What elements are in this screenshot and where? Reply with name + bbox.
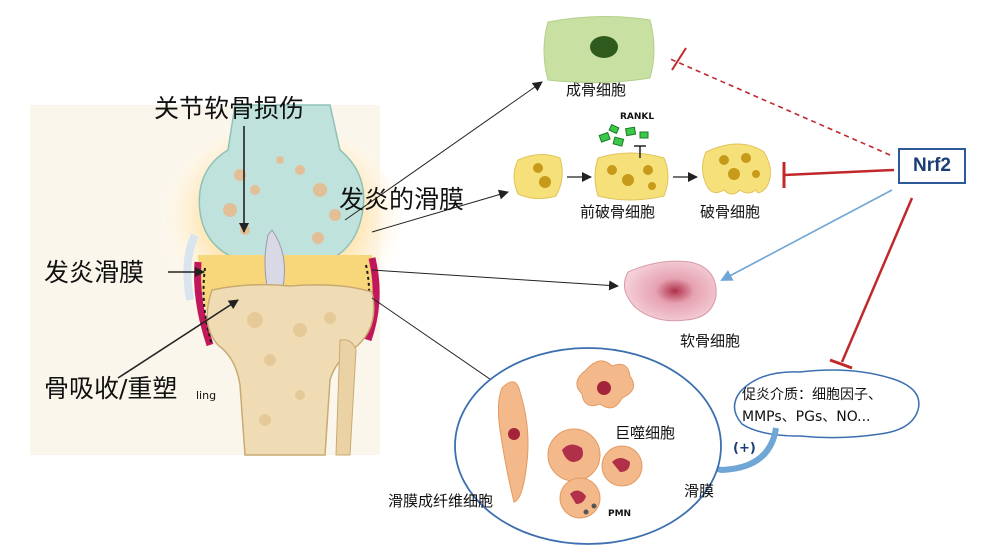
label-pre-osteoclast: 前破骨细胞 — [580, 203, 656, 221]
nrf2-inhibit-osteoclast — [783, 168, 895, 177]
label-cartilage-damage: 关节软骨损伤 — [154, 94, 305, 123]
label-bone-resorption: 骨吸收/重塑 — [44, 374, 178, 403]
label-macrophage: 巨噬细胞 — [615, 424, 676, 442]
label-fibroblast: 滑膜成纤维细胞 — [388, 492, 494, 510]
fibula — [335, 339, 357, 456]
label-osteoblast: 成骨细胞 — [566, 81, 627, 99]
arrow-to-synovium — [371, 297, 501, 387]
rankl-molecules — [598, 123, 649, 147]
label-mediators: 促炎介质：细胞因子、MMPs、PGs、NO... — [742, 387, 882, 425]
nrf2-label: Nrf2 — [912, 155, 951, 176]
label-inflamed-synovium: 发炎滑膜 — [44, 258, 145, 287]
arrow-to-chondrocyte — [371, 269, 619, 291]
bone-resorption-pointer — [117, 299, 239, 379]
fibroblast-cell — [497, 381, 529, 503]
label-positive-feedback: (+) — [733, 441, 756, 456]
nrf2-box: Nrf2 — [898, 148, 966, 184]
label-synovium: 滑膜 — [684, 482, 715, 500]
arrow-to-preosteoclast — [371, 189, 509, 233]
mediator-bubble — [733, 369, 920, 439]
label-chondrocyte: 软骨细胞 — [680, 332, 741, 350]
osteoblast-nucleus — [590, 36, 618, 58]
knee-illustration — [30, 104, 402, 456]
label-osteoclast: 破骨细胞 — [700, 203, 761, 221]
label-inflamed-synovium-pointer: 发炎的滑膜 — [339, 185, 465, 214]
nrf2-inhibit-osteoblast — [667, 57, 891, 156]
synovium-right — [364, 257, 380, 342]
label-bone-resorption-overlap: ling — [196, 389, 217, 402]
label-rankl: RANKL — [620, 112, 655, 122]
nrf2-inhibit-mediators — [840, 197, 914, 363]
label-pmn: PMN — [608, 509, 632, 519]
arrow-to-osteoblast — [344, 81, 543, 221]
chondrocyte-cell — [623, 260, 717, 322]
nrf2-protect-chondrocyte — [720, 189, 893, 281]
precursor-cell — [513, 154, 563, 200]
